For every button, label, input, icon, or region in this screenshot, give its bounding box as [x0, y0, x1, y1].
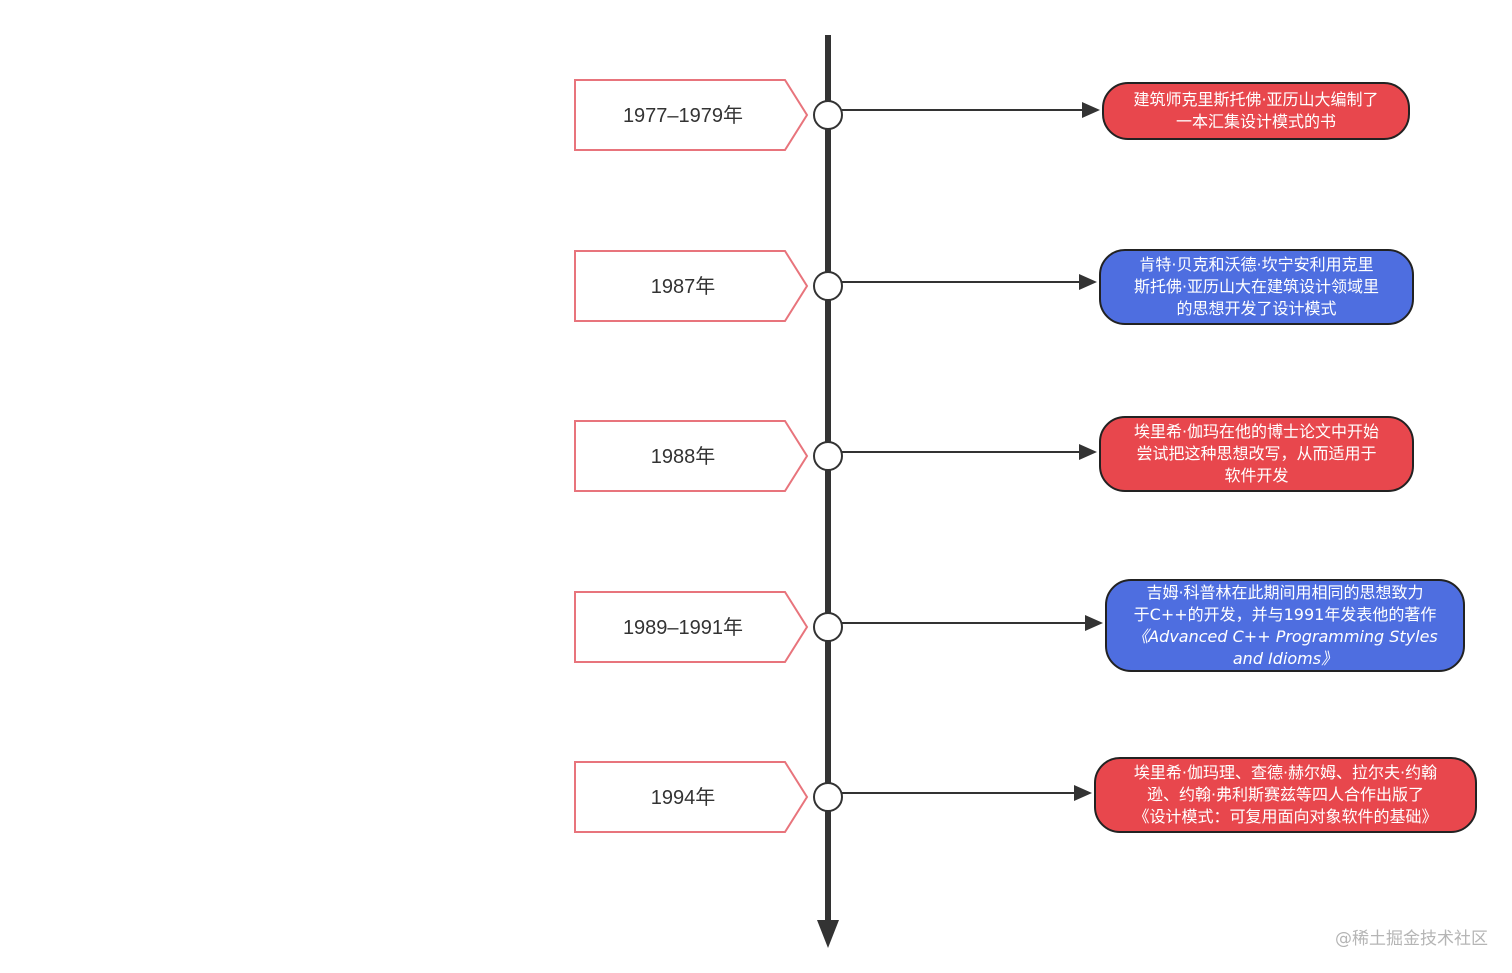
connector-arrowhead — [1085, 615, 1103, 631]
year-box — [574, 761, 809, 833]
connector-arrowhead — [1079, 274, 1097, 290]
event-box: 吉姆·科普林在此期间用相同的思想致力于C++的开发，并与1991年发表他的著作《… — [1105, 579, 1465, 672]
watermark: @稀土掘金技术社区 — [1335, 929, 1488, 949]
event-text-line: 于C++的开发，并与1991年发表他的著作 — [1133, 604, 1437, 624]
event-text-line: and Idioms》 — [1232, 648, 1338, 668]
event-box: 建筑师克里斯托佛·亚历山大编制了一本汇集设计模式的书 — [1102, 82, 1410, 140]
connector-arrowhead — [1074, 785, 1092, 801]
connector-arrowhead — [1079, 444, 1097, 460]
timeline-node — [813, 271, 843, 301]
year-label: 1994年 — [651, 786, 716, 809]
timeline-node — [813, 612, 843, 642]
event-text-line: 建筑师克里斯托佛·亚历山大编制了 — [1133, 90, 1379, 109]
event-box: 肯特·贝克和沃德·坎宁安利用克里斯托佛·亚历山大在建筑设计领域里的思想开发了设计… — [1099, 249, 1414, 325]
year-box — [574, 420, 809, 492]
timeline-axis-arrowhead — [817, 920, 839, 948]
timeline-node — [813, 782, 843, 812]
year-box — [574, 79, 809, 151]
event-text-line: 埃里希·伽玛理、查德·赫尔姆、拉尔夫·约翰 — [1133, 763, 1438, 782]
year-box — [574, 250, 809, 322]
year-marker: 1988年 — [574, 420, 809, 492]
event-text-line: 尝试把这种思想改写，从而适用于 — [1136, 444, 1377, 463]
event-text-line: 软件开发 — [1224, 466, 1289, 485]
year-label: 1989–1991年 — [623, 616, 743, 639]
year-marker: 1994年 — [574, 761, 809, 833]
event-text-line: 吉姆·科普林在此期间用相同的思想致力 — [1146, 582, 1424, 602]
event-text-line: 斯托佛·亚历山大在建筑设计领域里 — [1133, 277, 1380, 296]
event-box: 埃里希·伽玛在他的博士论文中开始尝试把这种思想改写，从而适用于软件开发 — [1099, 416, 1414, 492]
event-text-line: 一本汇集设计模式的书 — [1175, 112, 1336, 131]
year-marker: 1989–1991年 — [574, 591, 809, 663]
timeline-node — [813, 100, 843, 130]
event-text-line: 的思想开发了设计模式 — [1176, 299, 1337, 318]
timeline-node — [813, 441, 843, 471]
connector-arrowhead — [1082, 102, 1100, 118]
event-box: 埃里希·伽玛理、查德·赫尔姆、拉尔夫·约翰逊、约翰·弗利斯赛兹等四人合作出版了《… — [1094, 757, 1477, 833]
year-label: 1988年 — [651, 445, 716, 468]
year-marker: 1987年 — [574, 250, 809, 322]
event-text-line: 埃里希·伽玛在他的博士论文中开始 — [1133, 422, 1380, 441]
year-marker: 1977–1979年 — [574, 79, 809, 151]
event-text-line: 《设计模式：可复用面向对象软件的基础》 — [1133, 807, 1438, 826]
event-text-line: 逊、约翰·弗利斯赛兹等四人合作出版了 — [1146, 785, 1425, 804]
year-box — [574, 591, 809, 663]
event-text-line: 《Advanced C++ Programming Styles — [1132, 626, 1438, 646]
event-text-line: 肯特·贝克和沃德·坎宁安利用克里 — [1139, 255, 1374, 274]
year-label: 1977–1979年 — [623, 104, 743, 127]
year-label: 1987年 — [651, 275, 716, 298]
